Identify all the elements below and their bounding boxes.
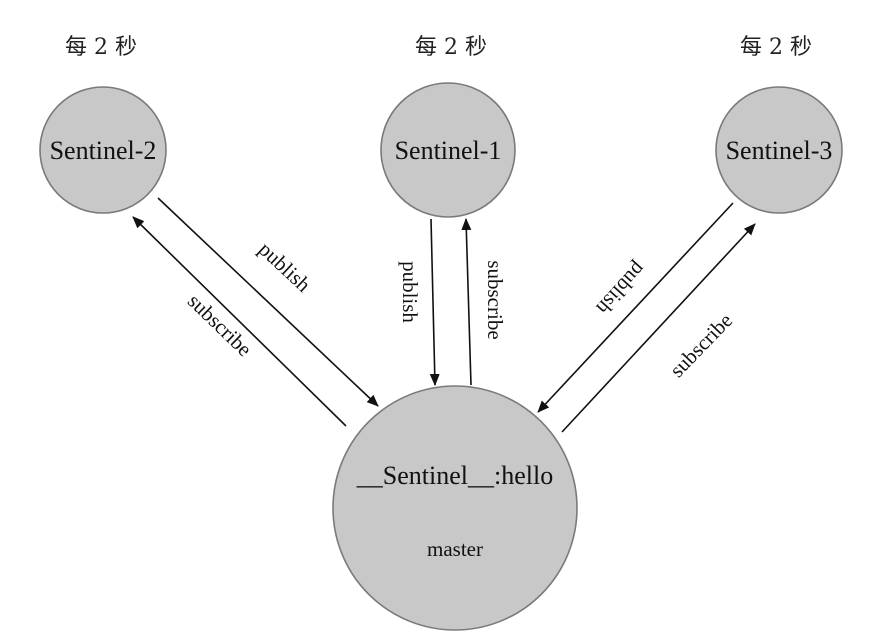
master-node: __Sentinel__:hello master xyxy=(332,385,578,631)
sentinel-3-publish-label: publish xyxy=(591,258,651,320)
master-channel-label: __Sentinel__:hello xyxy=(356,461,553,490)
sentinel-1-publish-arrow xyxy=(429,218,440,386)
sentinel-1-node: Sentinel-1 xyxy=(380,82,516,218)
master-label: master xyxy=(427,537,483,561)
sentinel-2-publish-arrow xyxy=(157,197,379,407)
sentinel-3-circle xyxy=(715,86,843,214)
sentinel-1-circle xyxy=(380,82,516,218)
sentinel-3-label: Sentinel-3 xyxy=(726,136,833,165)
sentinel-2-subscribe-arrow xyxy=(132,216,347,427)
sentinel-2-node: Sentinel-2 xyxy=(39,86,167,214)
sentinel-3-frequency: 每 2 秒 xyxy=(740,35,812,60)
sentinel-3-publish-arrow xyxy=(537,202,734,413)
sentinel-2-publish-label: publish xyxy=(254,237,316,297)
sentinel-3-node: Sentinel-3 xyxy=(715,86,843,214)
sentinel-1-label: Sentinel-1 xyxy=(395,136,502,165)
sentinel-3-subscribe-label: subscribe xyxy=(665,308,737,382)
sentinel-1-publish-label: publish xyxy=(398,261,422,323)
sentinel-2-circle xyxy=(39,86,167,214)
master-circle xyxy=(332,385,578,631)
sentinel-1-frequency: 每 2 秒 xyxy=(415,35,487,60)
sentinel-2-frequency: 每 2 秒 xyxy=(65,35,137,60)
sentinel-2-subscribe-label: subscribe xyxy=(183,289,257,361)
sentinel-1-subscribe-label: subscribe xyxy=(483,260,507,339)
sentinel-2-label: Sentinel-2 xyxy=(50,136,157,165)
sentinel-1-subscribe-arrow xyxy=(461,218,472,386)
sentinel-3-subscribe-arrow xyxy=(561,223,756,433)
